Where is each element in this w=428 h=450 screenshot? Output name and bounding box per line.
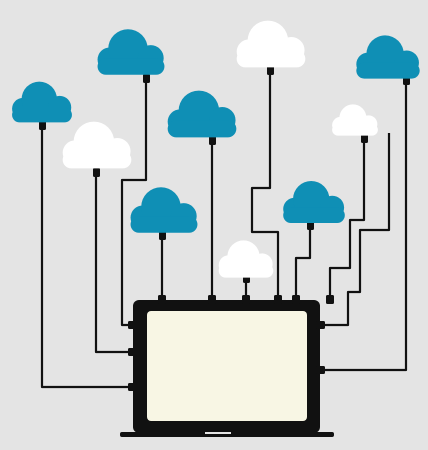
cable-connector-icon xyxy=(159,231,166,240)
cable-connector-icon xyxy=(307,221,314,230)
cable-top-4 xyxy=(250,70,280,302)
laptop-base xyxy=(120,432,334,437)
cable-connector-icon xyxy=(361,134,368,143)
cables xyxy=(40,70,408,389)
cable-right-3 xyxy=(318,80,408,372)
cable-left-1 xyxy=(40,125,135,389)
cable-connector-icon xyxy=(292,295,300,304)
cable-connector-icon xyxy=(128,383,137,391)
cable-connector-icon xyxy=(274,295,282,304)
cable-connector-icon xyxy=(128,321,137,329)
cable-right-2 xyxy=(318,133,391,327)
cable-left-3 xyxy=(120,78,148,327)
cable-connector-icon xyxy=(93,168,100,177)
cable-connector-icon xyxy=(143,74,150,83)
cable-connector-icon xyxy=(316,366,325,374)
cable-top-5 xyxy=(294,225,312,302)
cable-connector-icon xyxy=(158,295,166,304)
cable-left-2 xyxy=(94,172,135,354)
laptop-screen xyxy=(147,311,307,421)
cable-connector-icon xyxy=(316,321,325,329)
cable-connector-icon xyxy=(128,348,137,356)
laptop-icon xyxy=(120,300,334,437)
cable-connector-icon xyxy=(209,136,216,145)
laptop-touchpad-notch xyxy=(205,432,231,434)
cable-right-1 xyxy=(328,138,366,302)
cable-connector-icon xyxy=(39,121,46,130)
cable-connector-icon xyxy=(242,295,250,304)
cable-connector-icon xyxy=(326,295,334,304)
cable-connector-icon xyxy=(267,66,274,75)
laptop-ports xyxy=(128,295,334,391)
cable-connector-icon xyxy=(208,295,216,304)
